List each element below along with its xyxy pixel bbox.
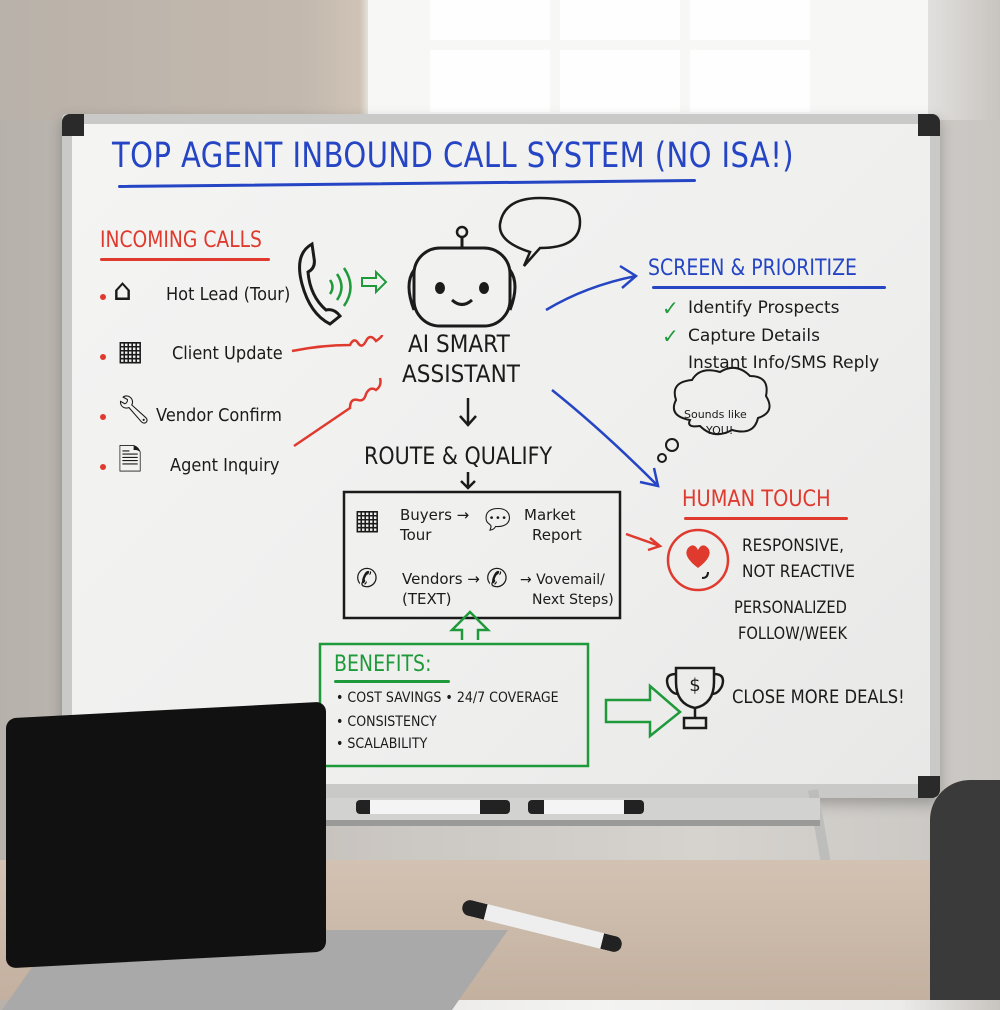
- dollar-symbol: $: [689, 675, 700, 696]
- board-corner: [62, 114, 84, 136]
- bullet: [100, 354, 106, 360]
- board-title: TOP AGENT INBOUND CALL SYSTEM (NO ISA!): [112, 136, 795, 176]
- incoming-item: Vendor Confirm: [156, 405, 282, 426]
- phone-icon: ✆: [486, 564, 508, 594]
- board-corner: [918, 776, 940, 798]
- close-more-deals: CLOSE MORE DEALS!: [732, 686, 905, 708]
- incoming-item: Agent Inquiry: [170, 455, 280, 476]
- screen-heading: SCREEN & PRIORITIZE: [648, 256, 858, 281]
- benefits-row-3: • SCALABILITY: [336, 736, 428, 752]
- heart-circle-icon: [666, 528, 730, 592]
- screen-item: Instant Info/SMS Reply: [688, 353, 880, 373]
- speech-bubble-icon: [498, 196, 582, 267]
- route-report: Report: [532, 526, 582, 544]
- assistant-label-2: ASSISTANT: [402, 360, 520, 388]
- assistant-label-1: AI SMART: [408, 330, 510, 358]
- benefits-heading: BENEFITS:: [334, 652, 432, 677]
- board-corner: [918, 114, 940, 136]
- route-heading: ROUTE & QUALIFY: [364, 442, 553, 470]
- phone-icon: [298, 241, 343, 326]
- benefits-row-2: • CONSISTENCY: [336, 714, 437, 730]
- human-line-2: NOT REACTIVE: [742, 562, 855, 582]
- chat-bubbles-icon: 💬︎: [480, 503, 516, 536]
- check-icon: ✓: [662, 324, 679, 348]
- house-icon: ⌂: [113, 273, 133, 308]
- route-market: Market: [524, 506, 576, 524]
- bullet: [100, 414, 106, 420]
- route-box: [342, 490, 622, 620]
- wrench-icon: 🔧︎: [116, 393, 152, 426]
- bullet: [100, 294, 106, 300]
- human-line-3: PERSONALIZED: [734, 598, 847, 618]
- incoming-heading: INCOMING CALLS: [100, 228, 262, 253]
- screen-item: Identify Prospects: [688, 298, 840, 318]
- phone-message-icon: ✆: [356, 564, 378, 594]
- check-icon: ✓: [662, 296, 679, 320]
- route-voicemail: → Vovemail/: [520, 572, 605, 588]
- robot-icon: [412, 246, 512, 328]
- route-buyers: Buyers →: [400, 506, 470, 524]
- thought-bubble-icon: [672, 366, 771, 436]
- marker-red[interactable]: [356, 800, 510, 814]
- benefits-row-1: • COST SAVINGS • 24/7 COVERAGE: [336, 690, 559, 706]
- calendar-icon: ▦: [354, 503, 381, 536]
- human-touch-heading: HUMAN TOUCH: [682, 487, 831, 512]
- chair: [930, 780, 1000, 1000]
- incoming-underline: [100, 258, 270, 261]
- benefits-underline: [334, 680, 450, 683]
- calendar-icon: ▦: [117, 334, 144, 367]
- document-icon: 🗎: [118, 443, 143, 478]
- screen-item: Capture Details: [688, 326, 820, 346]
- laptop-screen: [6, 701, 326, 969]
- thought-text-1: Sounds like: [684, 408, 747, 421]
- human-line-1: RESPONSIVE,: [742, 536, 844, 556]
- incoming-item: Hot Lead (Tour): [166, 284, 291, 305]
- route-text: (TEXT): [402, 590, 452, 608]
- route-vendors: Vendors →: [402, 570, 480, 588]
- human-underline: [684, 517, 848, 520]
- thought-text-2: YOU!: [706, 424, 734, 437]
- trophy-icon: [665, 666, 725, 730]
- incoming-item: Client Update: [172, 343, 283, 364]
- bullet: [100, 464, 106, 470]
- marker-blue[interactable]: [528, 800, 644, 814]
- screen-underline: [652, 286, 886, 289]
- human-line-4: FOLLOW/WEEK: [738, 624, 848, 644]
- window: [368, 0, 928, 120]
- route-tour: Tour: [400, 526, 432, 544]
- route-next-steps: Next Steps): [532, 592, 614, 608]
